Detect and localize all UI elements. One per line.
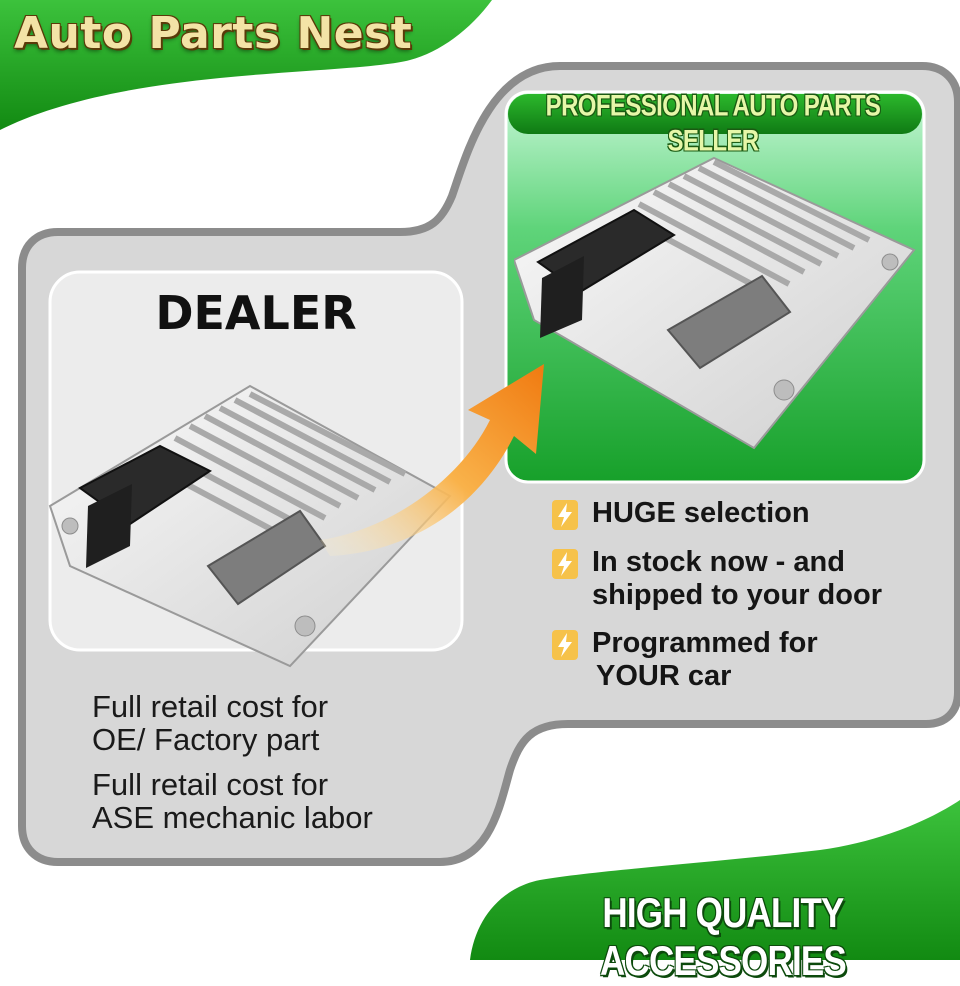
upgrade-arrow-icon [320, 364, 544, 556]
seller-panel-title: PROFESSIONAL AUTO PARTS SELLER [545, 89, 881, 158]
feature-line: YOUR car [596, 660, 732, 692]
footer-banner-text: HIGH QUALITY ACCESSORIES [600, 890, 847, 985]
dealer-cost-line: OE/ Factory part [92, 722, 320, 757]
lightning-icon [552, 549, 578, 579]
dealer-cost-item: Full retail cost for OE/ Factory part [92, 690, 328, 756]
feature-line: shipped to your door [592, 579, 882, 611]
dealer-cost-item: Full retail cost for ASE mechanic labor [92, 768, 373, 834]
feature-item: HUGE selection [592, 497, 810, 530]
dealer-panel-title: DEALER [155, 286, 357, 340]
dealer-cost-line: Full retail cost for [92, 767, 329, 802]
lightning-icon [552, 500, 578, 530]
feature-item: Programmed for YOUR car [592, 627, 818, 693]
feature-bolt-3 [552, 630, 578, 660]
dealer-ecu-image [48, 384, 452, 668]
feature-item: In stock now - and shipped to your door [592, 546, 882, 612]
seller-ecu-image [514, 156, 916, 450]
brand-name: Auto Parts Nest [14, 8, 413, 59]
feature-line: In stock now - and [592, 546, 845, 578]
feature-line: HUGE selection [592, 497, 810, 529]
feature-line: Programmed for [592, 627, 818, 659]
feature-bolt-2 [552, 549, 578, 579]
dealer-cost-line: Full retail cost for [92, 689, 329, 724]
dealer-cost-line: ASE mechanic labor [92, 800, 373, 835]
lightning-icon [552, 630, 578, 660]
feature-bolt-1 [552, 500, 578, 530]
